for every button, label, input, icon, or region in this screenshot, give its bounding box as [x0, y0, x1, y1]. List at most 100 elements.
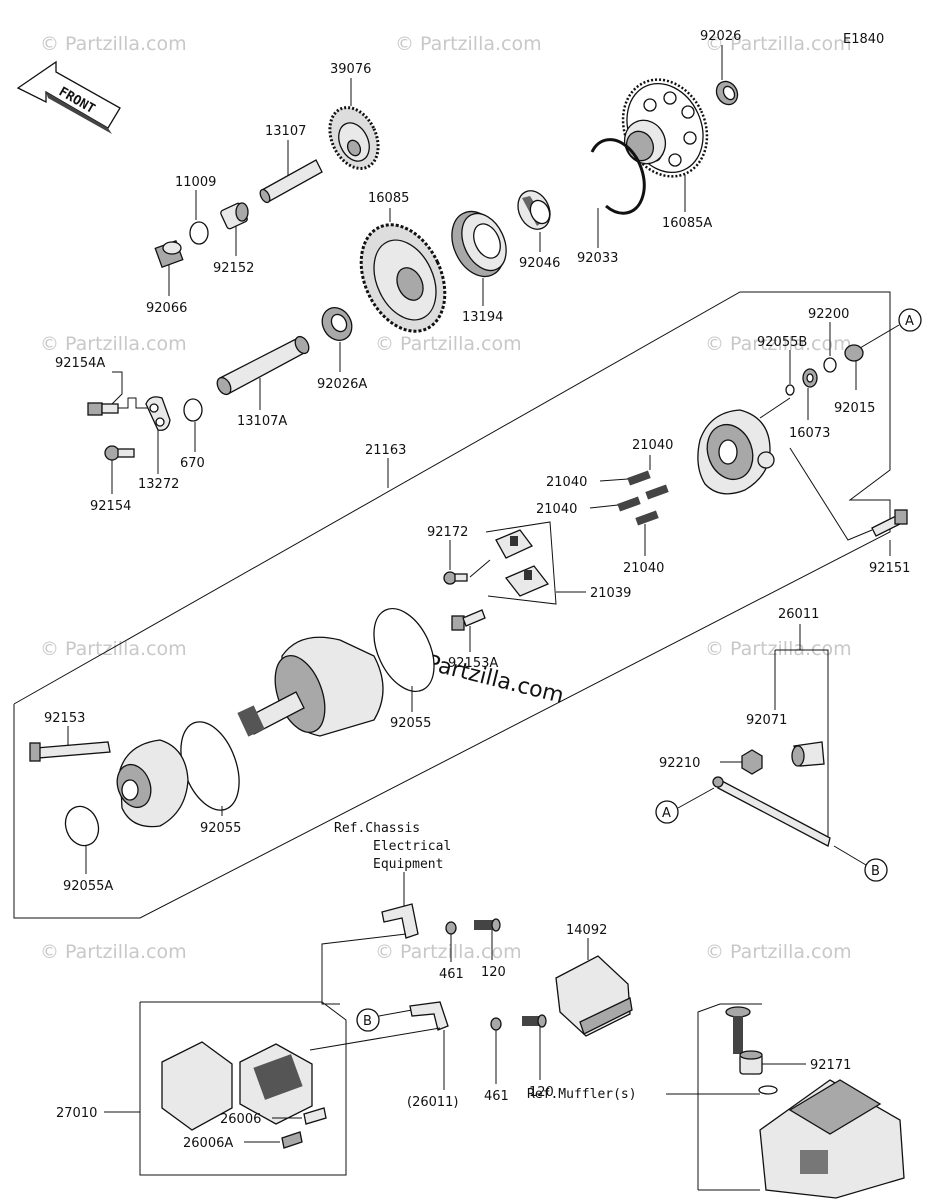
front-arrow: FRONT [16, 60, 121, 134]
part-label: 26011 [778, 607, 819, 622]
part-label: 14092 [566, 923, 607, 938]
gasket-11009 [189, 221, 209, 245]
part-label: 92026A [317, 377, 367, 392]
cover-14092 [555, 955, 633, 1037]
part-label: 92071 [746, 713, 787, 728]
boot-92071 [791, 741, 825, 767]
muffler-body [759, 1079, 905, 1199]
part-label: 21040 [536, 502, 577, 517]
part-label: 461 [439, 967, 464, 982]
oring-670 [183, 398, 203, 422]
watermark: © Partzilla.com [705, 941, 852, 963]
bolt-92153A [451, 609, 486, 631]
part-label: 92154 [90, 499, 131, 514]
terminal-26011 [409, 1001, 449, 1031]
oring-92055-right [373, 607, 435, 693]
part-label: 21040 [632, 438, 673, 453]
watermark: © Partzilla.com [40, 333, 187, 355]
springs-21040 [617, 470, 669, 526]
part-label: 120 [529, 1085, 554, 1100]
watermark: © Partzilla.com [40, 941, 187, 963]
collar-92152 [220, 202, 249, 230]
part-label: 13272 [138, 477, 179, 492]
part-label: 92200 [808, 307, 849, 322]
washer-92026A [321, 307, 353, 341]
part-label: 16085A [662, 216, 712, 231]
bolt-92154 [104, 445, 135, 461]
watermark: © Partzilla.com [375, 941, 522, 963]
shaft-13107A [216, 335, 310, 396]
ref-chassis-line3: Equipment [373, 857, 443, 872]
part-label: 92046 [519, 256, 560, 271]
part-label: 92055B [757, 335, 807, 350]
watermark: © Partzilla.com [395, 33, 542, 55]
diagram-code: E1840 [843, 32, 884, 47]
part-label: 92026 [700, 29, 741, 44]
part-label: 27010 [56, 1106, 97, 1121]
washer-461-b [490, 1017, 502, 1031]
part-label: 13194 [462, 310, 503, 325]
part-label: 13107A [237, 414, 287, 429]
part-label: 26006A [183, 1136, 233, 1151]
part-label: 13107 [265, 124, 306, 139]
part-label: 92055 [390, 716, 431, 731]
watermark: © Partzilla.com [40, 33, 187, 55]
brush-holder-21039 [495, 529, 550, 597]
callout-b-lower: B [356, 1008, 380, 1032]
oring-92055A [64, 805, 100, 847]
callout-b: B [864, 858, 888, 882]
bolt-92153 [29, 741, 111, 762]
part-label: 16085 [368, 191, 409, 206]
end-cover [697, 397, 791, 495]
part-label: 21163 [365, 443, 406, 458]
washer-92026 [715, 80, 739, 106]
part-label: 92154A [55, 356, 105, 371]
gear-16085 [359, 223, 447, 333]
part-label: 92015 [834, 401, 875, 416]
bolt-92151 [871, 509, 908, 537]
shaft-13107 [259, 159, 323, 204]
screw-92172 [443, 571, 468, 585]
bolt-120-b [522, 1014, 547, 1028]
part-label: (26011) [407, 1095, 459, 1110]
watermark: © Partzilla.com [705, 333, 852, 355]
svg-text:B: B [363, 1014, 372, 1029]
washer-461-a [445, 921, 457, 935]
part-label: 461 [484, 1089, 509, 1104]
washer-16073 [802, 368, 818, 388]
bolt-muffler [725, 1006, 751, 1054]
bearing-92046 [517, 190, 551, 230]
watermark: © Partzilla.com [375, 333, 522, 355]
washer-muffler [758, 1085, 778, 1095]
fuse-26006 [303, 1107, 327, 1125]
part-label: 11009 [175, 175, 216, 190]
leader-chassis-relay [321, 933, 407, 1005]
plug-92066 [154, 240, 184, 268]
part-label: 92153A [448, 656, 498, 671]
ref-muffler: Ref.Muffler(s) [527, 1087, 637, 1102]
part-label: 92210 [659, 756, 700, 771]
oring-92055B [785, 384, 795, 396]
ref-chassis-line1: Ref.Chassis [334, 821, 420, 836]
svg-text:A: A [905, 314, 914, 329]
part-label: 21040 [546, 475, 587, 490]
part-label: 670 [180, 456, 205, 471]
gear-16085A [621, 78, 709, 178]
muffler-group-frame [697, 1003, 762, 1190]
part-label: 92033 [577, 251, 618, 266]
watermark: © Partzilla.com [705, 638, 852, 660]
part-label: 92152 [213, 261, 254, 276]
clutch-13194 [451, 210, 507, 278]
part-label: 92151 [869, 561, 910, 576]
nut-92015 [844, 344, 864, 362]
relay-group-frame [139, 1001, 347, 1176]
part-label: 21039 [590, 586, 631, 601]
svg-text:A: A [662, 806, 671, 821]
callout-a: A [898, 308, 922, 332]
circlip-92033 [590, 138, 646, 215]
cable-26011 [712, 776, 831, 847]
relay-27010 [161, 1041, 313, 1131]
svg-text:B: B [871, 864, 880, 879]
part-label: 39076 [330, 62, 371, 77]
